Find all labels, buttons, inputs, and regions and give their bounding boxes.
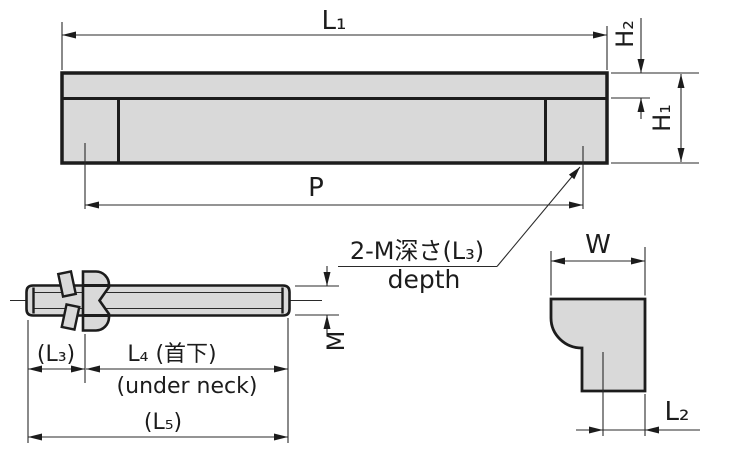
- arrowhead-left: [62, 31, 76, 39]
- arrowhead-up: [637, 98, 645, 112]
- arrowhead-right: [569, 201, 583, 209]
- arrowhead-right: [593, 31, 607, 39]
- dim-label-l3: (L₃): [37, 342, 75, 367]
- dim-label-w: W: [585, 230, 611, 260]
- annotation-text-en: depth: [388, 265, 461, 294]
- dim-l3: (L₃): [28, 342, 85, 373]
- dim-label-l1: L₁: [322, 6, 347, 36]
- dim-label-l5: (L₅): [144, 410, 182, 435]
- dim-l1: L₁: [61, 6, 608, 70]
- arrowhead-right: [71, 365, 85, 373]
- arrowhead-up: [677, 74, 685, 88]
- arrowhead-right: [274, 433, 288, 441]
- dim-l5: (L₅): [28, 410, 288, 441]
- stud-view: (L₃) L₄ (首下) (under neck) (L₅) M: [10, 266, 350, 443]
- dim-h1: H₁: [611, 74, 699, 164]
- arrowhead-down: [323, 272, 331, 286]
- leader-arrowhead: [568, 167, 580, 180]
- arrowhead-down: [637, 59, 645, 73]
- section-view: W L₂: [549, 230, 700, 436]
- dim-label-h1: H₁: [648, 104, 676, 132]
- arrowhead-right: [631, 257, 645, 265]
- dim-label-l4: L₄ (首下): [127, 342, 216, 367]
- arrowhead-right: [589, 426, 603, 434]
- dim-label-p: P: [308, 173, 324, 203]
- dim-label-h2: H₂: [611, 20, 639, 48]
- annotation-text-jp: 2-M深さ(L₃): [350, 237, 484, 265]
- arrowhead-up: [323, 315, 331, 329]
- arrowhead-left: [28, 365, 42, 373]
- dim-w: W: [550, 230, 646, 296]
- handle-section-profile: [549, 297, 647, 393]
- dim-label-l4-en: (under neck): [117, 374, 258, 399]
- tap-hole-annotation: 2-M深さ(L₃) depth: [338, 166, 581, 294]
- leader-line: [496, 166, 581, 267]
- arrowhead-left: [551, 257, 565, 265]
- arrowhead-down: [677, 148, 685, 162]
- dim-l4: L₄ (首下) (under neck): [86, 342, 288, 399]
- dim-h2: H₂: [611, 18, 699, 119]
- arrowhead-right: [274, 365, 288, 373]
- arrowhead-left: [86, 365, 100, 373]
- handle-bar-outline: [60, 71, 609, 165]
- dim-l2: L₂: [576, 397, 700, 434]
- arrowhead-left: [645, 426, 659, 434]
- dim-p: P: [85, 173, 583, 209]
- spring-washer-upper: [56, 269, 78, 299]
- front-view: L₁ H₂ H₁ P: [60, 6, 699, 294]
- dim-label-m: M: [322, 331, 350, 352]
- dim-m: M: [295, 266, 350, 351]
- arrowhead-left: [28, 433, 42, 441]
- dim-label-l2: L₂: [665, 397, 690, 427]
- spring-washer-lower: [60, 302, 81, 332]
- arrowhead-left: [85, 201, 99, 209]
